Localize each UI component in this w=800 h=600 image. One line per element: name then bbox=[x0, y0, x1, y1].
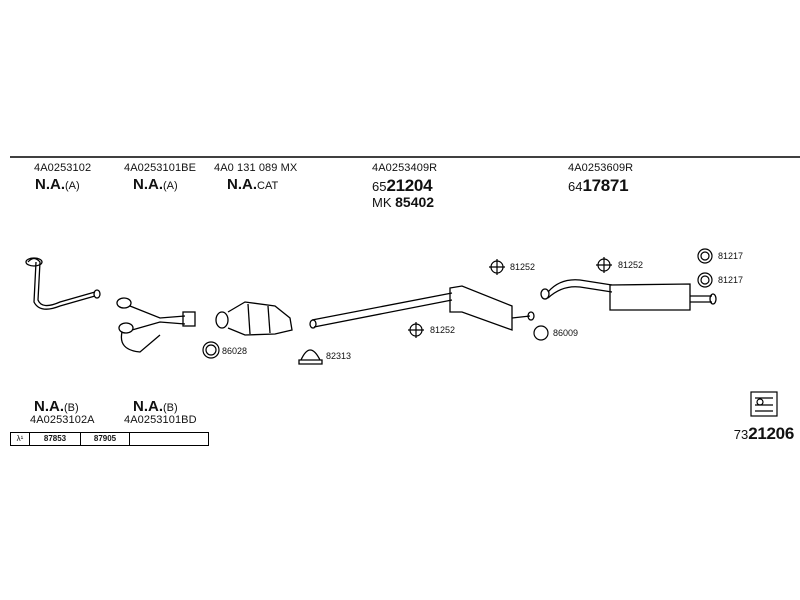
part-status-catalyst: N.A.CAT bbox=[227, 176, 279, 193]
diagram-code: 7321206 bbox=[733, 424, 795, 443]
part-number-middle-muffler: 4A0253409R bbox=[372, 162, 438, 174]
fitting-label-81252-a: 81252 bbox=[510, 262, 536, 272]
fitment-symbol: λ¹ bbox=[11, 433, 30, 445]
clamp-icon bbox=[298, 349, 323, 365]
order-number-rear-muffler: 6417871 bbox=[568, 176, 629, 195]
fitting-label-81217-b: 81217 bbox=[718, 275, 744, 285]
diagram-code-box bbox=[750, 391, 778, 417]
part-number-front-pipe: 4A0253102 bbox=[34, 162, 92, 174]
fitting-label-86009: 86009 bbox=[553, 328, 579, 338]
fitment-cell-1: 87853 bbox=[30, 433, 81, 445]
fitting-label-86028: 86028 bbox=[222, 346, 248, 356]
y-pipe-drawing bbox=[116, 297, 196, 353]
fitting-label-81252-b: 81252 bbox=[618, 260, 644, 270]
part-number-y-pipe-b: 4A0253101BD bbox=[124, 414, 197, 426]
order-number-middle-muffler: 6521204 bbox=[372, 176, 433, 195]
gasket-icons bbox=[202, 248, 713, 359]
middle-muffler-drawing bbox=[309, 285, 535, 331]
front-pipe-drawing bbox=[25, 257, 101, 310]
fitting-label-82313: 82313 bbox=[326, 351, 352, 361]
fitment-cell-3 bbox=[130, 433, 208, 445]
fitting-label-81217-a: 81217 bbox=[718, 251, 744, 261]
fitment-table: λ¹ 87853 87905 bbox=[10, 432, 209, 446]
part-status-front-pipe-b: N.A.(B) bbox=[34, 398, 79, 415]
rear-muffler-drawing bbox=[540, 279, 717, 311]
catalytic-converter-drawing bbox=[215, 301, 293, 336]
fitment-cell-2: 87905 bbox=[81, 433, 130, 445]
part-number-rear-muffler: 4A0253609R bbox=[568, 162, 634, 174]
mounting-kit-number: MK 85402 bbox=[372, 194, 435, 210]
part-number-front-pipe-b: 4A0253102A bbox=[30, 414, 95, 426]
part-number-catalyst: 4A0 131 089 MX bbox=[214, 162, 298, 174]
part-status-y-pipe-b: N.A.(B) bbox=[133, 398, 178, 415]
rubber-mount-icons bbox=[408, 257, 612, 338]
part-status-front-pipe: N.A.(A) bbox=[35, 176, 80, 193]
fitting-label-81252-c: 81252 bbox=[430, 325, 456, 335]
part-number-y-pipe: 4A0253101BE bbox=[124, 162, 197, 174]
part-status-y-pipe: N.A.(A) bbox=[133, 176, 178, 193]
